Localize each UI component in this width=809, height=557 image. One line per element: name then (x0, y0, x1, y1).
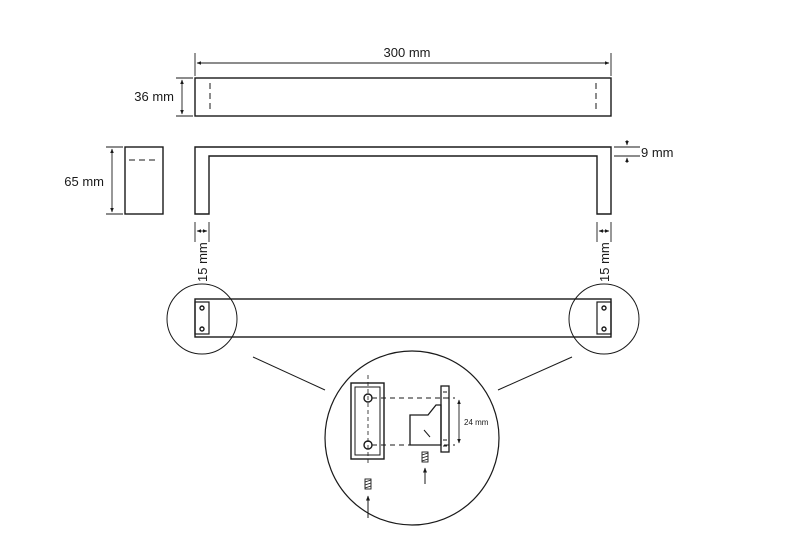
label-top-height: 36 mm (134, 89, 174, 104)
screw-hole-left-bottom (199, 326, 205, 332)
label-side-height: 65 mm (64, 174, 104, 189)
detail-circle-left (166, 283, 238, 355)
bottom-view-body (194, 298, 612, 338)
front-view-handle (194, 146, 612, 215)
screw-hole-right-bottom (601, 326, 607, 332)
label-foot-left: 15 mm (195, 242, 210, 282)
dimension-width (194, 53, 612, 76)
leader-line-left (252, 356, 326, 391)
dimension-wall (614, 140, 640, 163)
bottom-view-pad-right (596, 301, 612, 335)
top-view (194, 77, 612, 117)
dimension-foot-left (194, 222, 210, 242)
side-view (124, 146, 164, 215)
mounting-bracket (409, 404, 442, 446)
dimension-top-height (176, 77, 193, 117)
label-wall: 9 mm (641, 145, 674, 160)
bottom-view (166, 283, 640, 355)
bracket-plate (440, 385, 450, 453)
detail-foot-pad-inner (354, 386, 381, 456)
label-foot-right: 15 mm (597, 242, 612, 282)
label-width-total: 300 mm (384, 45, 431, 60)
detail-foot-pad (350, 382, 385, 460)
screw-left (364, 478, 372, 490)
screw-right (421, 451, 429, 463)
screw-hole-left-top (199, 305, 205, 311)
detail-circle-right (568, 283, 640, 355)
side-view-body (124, 146, 164, 215)
top-view-body (194, 77, 612, 117)
bracket-detail-mark (423, 429, 431, 438)
dimension-side-height (106, 146, 123, 215)
detail-circle (324, 350, 500, 526)
label-hole-spacing: 24 mm (464, 418, 489, 427)
detail-view (324, 350, 500, 526)
leader-line-right (497, 356, 573, 391)
screw-hole-right-top (601, 305, 607, 311)
bottom-view-pad-left (194, 301, 210, 335)
dimension-foot-right (596, 222, 612, 242)
